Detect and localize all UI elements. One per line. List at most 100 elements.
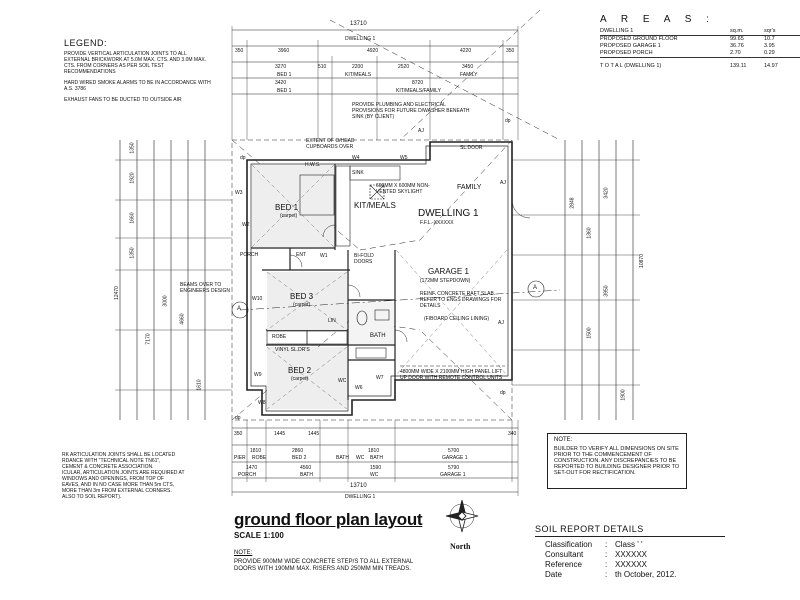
areas-row-sqm: 2.70 (730, 50, 741, 56)
bottom-dim-label: PORCH (238, 472, 257, 478)
soil-row-key: Date (545, 570, 562, 579)
window-tag: W10 (252, 296, 263, 302)
areas-total-row: T O T A L (DWELLING 1) 139.11 14.97 (600, 63, 800, 70)
articulation-note-line: RDANCE WITH "TECHNICAL NOTE TN61", (62, 458, 161, 464)
room-bed3-floor: (carpet) (293, 302, 311, 308)
top-dim: 2520 (398, 64, 410, 70)
bottom-overall-dim: 13710 (350, 483, 367, 489)
bottom-dim: 1810 (250, 448, 262, 454)
window-tag: W4 (352, 155, 360, 161)
areas-header-sqr: sqr's (764, 28, 776, 34)
areas-row-sqm: 99.65 (730, 36, 744, 42)
top-dim: 8720 (412, 80, 424, 86)
room-kitmeals: KIT/MEALS (354, 201, 396, 210)
soil-row-key: Classification (545, 540, 593, 549)
left-dim: 3000 (162, 295, 169, 307)
legend: LEGEND: PROVIDE VERTICAL ARTICULATION JO… (64, 38, 214, 103)
title-note-label: NOTE: (234, 550, 253, 556)
room-bed1-floor: (carpet) (280, 213, 298, 219)
areas-row: PROPOSED GROUND FLOOR 99.65 10.7 (600, 36, 800, 43)
garage-stepdown: (172MM STEPDOWN) (420, 278, 471, 284)
bottom-overall-label: DWELLING 1 (345, 494, 376, 500)
top-dim: 2200 (352, 64, 364, 70)
right-dim: 1360 (586, 227, 593, 239)
soil-row-key: Consultant (545, 550, 584, 559)
window-tag: W2 (242, 222, 250, 228)
downpipe-marker: dp (505, 118, 511, 124)
bottom-dim-label: BED 2 (292, 455, 307, 461)
areas-title: A R E A S : (600, 14, 715, 25)
articulation-joint-tag: AJ (500, 180, 506, 186)
beams-note: BEAMS OVER TO ENGINEERS DESIGN (180, 282, 231, 294)
right-dim: 3420 (603, 187, 610, 199)
articulation-note: RK ARTICULATION JOINTS SHALL BE LOCATED … (62, 452, 222, 500)
bottom-dim: 350 (234, 431, 243, 437)
hws-label: H.W.S. (305, 162, 321, 168)
bottom-dim-label: BATH (300, 472, 313, 478)
room-bed3: BED 3 (290, 292, 314, 301)
articulation-note-line: WINDOWS AND OPENINGS, FROM TOP OF (62, 476, 164, 482)
soil-report: SOIL REPORT DETAILS Classification: Clas… (535, 524, 735, 580)
top-dim: 3450 (462, 64, 474, 70)
room-lin: LIN (328, 318, 336, 324)
articulation-joint-tag: AJ (418, 128, 424, 134)
areas-row-sqr: 3.95 (764, 43, 775, 49)
soil-row: Classification: Class ' ' (545, 540, 643, 549)
soil-row-value: Class ' ' (615, 540, 643, 549)
north-arrow-icon (445, 499, 479, 533)
builder-note-text: BUILDER TO VERIFY ALL DIMENSIONS ON SITE… (554, 446, 680, 476)
left-dim: 1350 (129, 142, 136, 154)
panel-door-note: 4800MM WIDE X 2100MM HIGH PANEL LIFT UP … (400, 369, 503, 381)
left-dim: 1610 (196, 379, 203, 391)
slab-note: REINF. CONCRETE RAFT SLAB. REFER TO ENGS… (420, 291, 502, 309)
areas-header-row: DWELLING 1 sq.m. sqr's (600, 28, 800, 36)
legend-title: LEGEND: (64, 38, 108, 48)
legend-item: EXHAUST FANS TO BE DUCTED TO OUTSIDE AIR (64, 97, 182, 103)
articulation-joint-tag: AJ (498, 320, 504, 326)
sink-label: SINK (352, 170, 364, 176)
sliding-door-label: SL.DOOR (460, 145, 483, 151)
left-dim: 1660 (129, 212, 136, 224)
left-dim: 1920 (129, 172, 136, 184)
areas-row: PROPOSED PORCH 2.70 0.29 (600, 50, 800, 58)
soil-row-value: th October, 2012. (615, 570, 677, 579)
bottom-dim-label: GARAGE 1 (442, 455, 468, 461)
areas-header-sqm: sq.m. (730, 28, 744, 34)
bottom-dim-label: BATH (336, 455, 349, 461)
bottom-dim: 1810 (368, 448, 380, 454)
builder-note-box: NOTE: BUILDER TO VERIFY ALL DIMENSIONS O… (547, 433, 687, 489)
areas-row-label: PROPOSED GARAGE 1 (600, 43, 661, 49)
section-marker: A (533, 285, 538, 291)
left-dim: 7170 (145, 333, 152, 345)
bottom-dim-label: PIER (234, 455, 246, 461)
top-dim: 510 (318, 64, 327, 70)
ffl-label: F.F.L.-XXXXXX (420, 220, 454, 226)
drawing-title: ground floor plan layout (234, 510, 423, 529)
bottom-dim: 1445 (274, 431, 286, 437)
bottom-dim: 1590 (370, 465, 382, 471)
right-dim: 2848 (569, 197, 576, 209)
room-bed2: BED 2 (288, 366, 312, 375)
areas-total-sqm: 139.11 (730, 63, 747, 69)
bifold-doors-label: BI-FOLD DOORS (354, 253, 374, 265)
top-dim: 3960 (278, 48, 290, 54)
downpipe-marker: dp (500, 390, 506, 396)
top-dim-label: BED 1 (277, 72, 292, 78)
right-dim: 10870 (638, 254, 645, 268)
areas-table: A R E A S : DWELLING 1 sq.m. sqr's PROPO… (600, 14, 800, 70)
window-tag: W6 (355, 385, 363, 391)
top-dim: 4920 (367, 48, 379, 54)
window-tag: W9 (254, 372, 262, 378)
bottom-dim: 2860 (292, 448, 304, 454)
top-dim: 3420 (275, 80, 287, 86)
articulation-note-line: ALSO TO SOIL REPORT). (62, 494, 122, 500)
areas-header-label: DWELLING 1 (600, 28, 634, 34)
soil-row: Consultant: XXXXXX (545, 550, 648, 559)
top-dim-label: FAMILY (460, 72, 478, 78)
room-porch: PORCH (240, 252, 259, 258)
bottom-dim: 1445 (308, 431, 320, 437)
right-dim: 3950 (603, 285, 610, 297)
window-tag: W3 (235, 190, 243, 196)
top-dim-label: BED 1 (277, 88, 292, 94)
right-dim: 1500 (586, 327, 593, 339)
